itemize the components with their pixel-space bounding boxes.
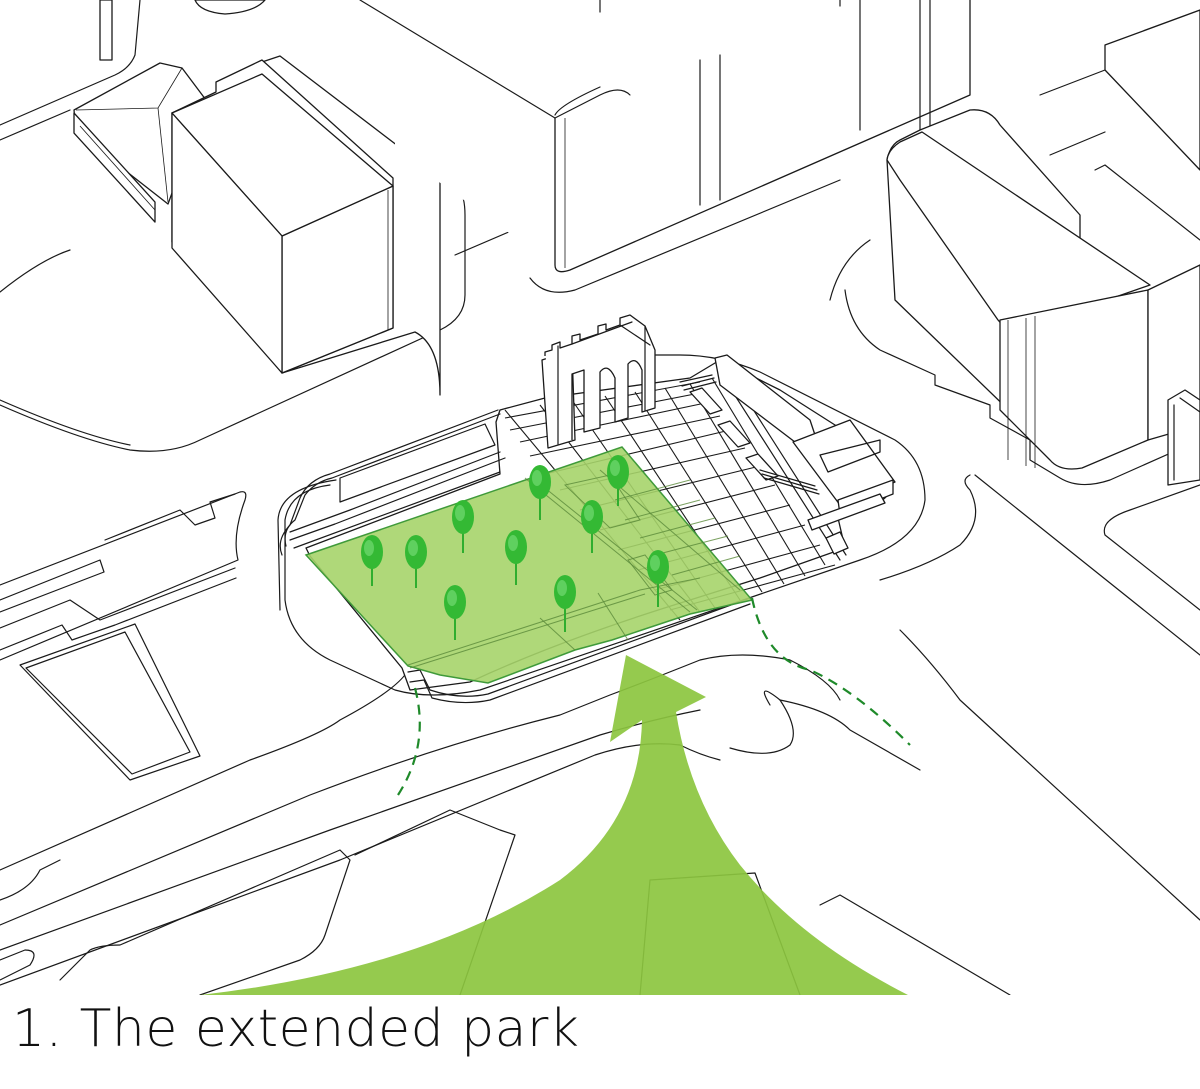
tree-icon bbox=[452, 500, 474, 553]
buildings bbox=[73, 0, 1200, 486]
site-axonometric-drawing bbox=[0, 0, 1200, 995]
tree-icon bbox=[405, 535, 427, 588]
tree-icon bbox=[581, 500, 603, 553]
tree-icon bbox=[647, 550, 669, 607]
dashed-pedestrian-paths bbox=[397, 597, 911, 796]
tree-icon bbox=[607, 455, 629, 506]
tree-icon bbox=[361, 535, 383, 586]
tree-icon bbox=[554, 575, 576, 632]
park-extension-arrow bbox=[200, 655, 908, 995]
tree-icon bbox=[444, 585, 466, 640]
extended-park-area bbox=[304, 446, 754, 684]
diagram-caption: 1. The extended park bbox=[12, 999, 580, 1059]
park-trees bbox=[361, 455, 669, 640]
tree-icon bbox=[505, 530, 527, 585]
tree-icon bbox=[529, 465, 551, 520]
